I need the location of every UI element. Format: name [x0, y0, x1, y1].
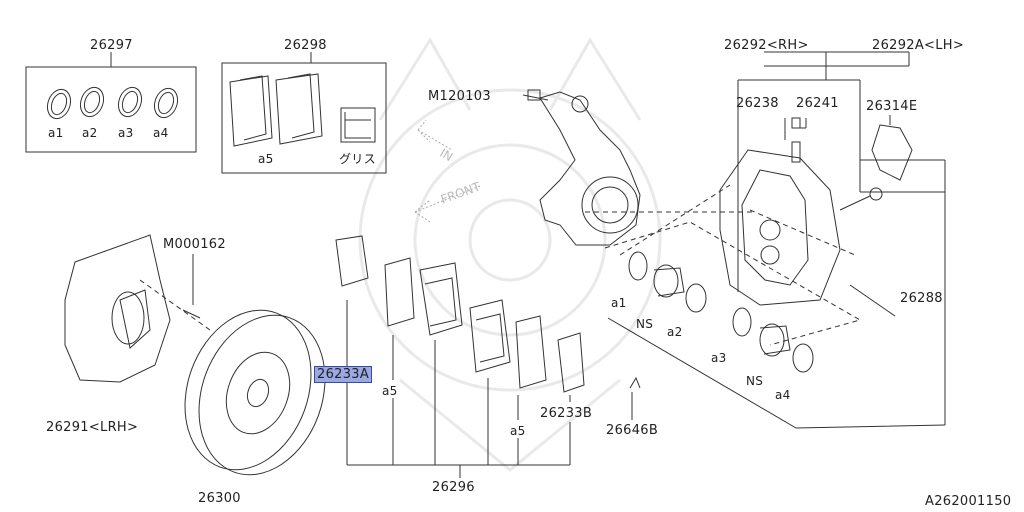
label-kit-a1: a1	[48, 126, 64, 140]
label-26297: 26297	[90, 38, 133, 53]
brake-caliper	[719, 117, 841, 306]
label-caliper-a1: a1	[611, 296, 627, 310]
label-padkit-a5: a5	[258, 152, 274, 166]
brake-pads	[335, 235, 585, 393]
label-26314e: 26314E	[866, 99, 918, 114]
seal-rings	[46, 86, 179, 120]
label-26288: 26288	[900, 291, 943, 306]
label-26291-lrh: 26291<LRH>	[46, 420, 139, 435]
label-m120103: M120103	[428, 89, 491, 104]
label-26292-rh: 26292<RH>	[724, 38, 809, 53]
label-caliper-a3: a3	[711, 351, 727, 365]
label-reference-code: A262001150	[925, 494, 1012, 509]
pad-kit-shims	[229, 73, 376, 147]
label-caliper-a4: a4	[775, 388, 791, 402]
label-26233a-highlighted[interactable]: 26233A	[314, 366, 373, 383]
label-m000162: M000162	[163, 237, 226, 252]
dust-shield	[64, 234, 171, 383]
label-26296: 26296	[432, 480, 475, 495]
label-caliper-a2: a2	[667, 325, 683, 339]
guide-lines	[139, 184, 862, 346]
label-caliper-ns1: NS	[636, 317, 654, 331]
label-26300: 26300	[198, 491, 241, 506]
brake-rotor	[184, 309, 326, 476]
label-caliper-ns2: NS	[746, 374, 764, 388]
label-26233b: 26233B	[540, 406, 593, 421]
label-26238: 26238	[736, 96, 779, 111]
pad-kit-box	[221, 62, 387, 174]
direction-arrows	[414, 119, 481, 223]
label-grease: グリス	[339, 152, 376, 166]
label-kit-a2: a2	[82, 126, 98, 140]
pistons-seals	[628, 251, 814, 373]
steering-knuckle	[522, 89, 641, 246]
label-26298: 26298	[284, 38, 327, 53]
label-pad-a5-right: a5	[510, 424, 526, 438]
label-26646b: 26646B	[606, 423, 659, 438]
label-kit-a3: a3	[118, 126, 134, 140]
label-kit-a4: a4	[153, 126, 169, 140]
label-pad-a5-left: a5	[382, 384, 398, 398]
label-26241: 26241	[796, 96, 839, 111]
watermark-emblem	[358, 37, 662, 472]
pad-clip	[871, 124, 913, 181]
label-26292a-lh: 26292A<LH>	[872, 38, 965, 53]
